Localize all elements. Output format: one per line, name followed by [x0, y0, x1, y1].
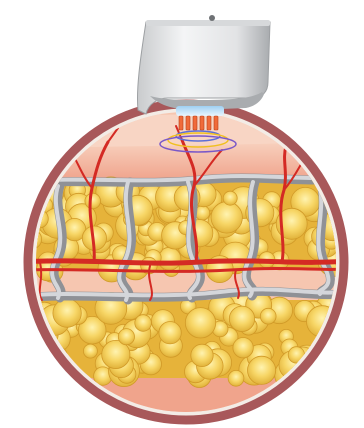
fat-cell: [185, 308, 215, 338]
fat-cell: [211, 202, 242, 233]
fat-cell: [228, 370, 244, 386]
fat-cell: [85, 193, 101, 209]
fat-cell: [229, 306, 254, 331]
fat-cell: [332, 357, 358, 383]
fat-cell: [18, 353, 34, 369]
fat-cell: [159, 322, 181, 344]
fat-cell: [118, 329, 134, 345]
fat-cell: [341, 299, 364, 327]
applicator-light-plate: [176, 106, 224, 116]
skin-cross-section: [7, 90, 364, 428]
fat-cell: [260, 308, 276, 324]
fat-cell: [12, 329, 31, 348]
fat-cell: [248, 356, 276, 384]
fat-cell: [83, 344, 97, 358]
fat-cell: [53, 299, 81, 327]
fat-cell: [135, 315, 152, 332]
fat-cell: [233, 338, 253, 358]
fat-cell: [344, 344, 358, 358]
fat-cell: [223, 191, 237, 205]
fat-cell: [191, 344, 213, 366]
applicator-hole: [209, 15, 215, 21]
fat-cell: [15, 360, 32, 377]
